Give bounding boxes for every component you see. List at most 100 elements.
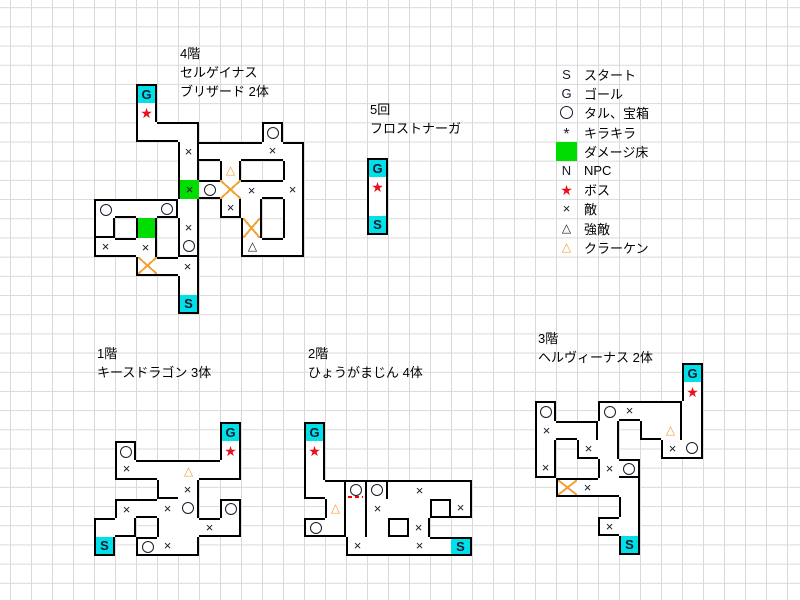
map-title-line: ブリザード 2体 [180, 84, 269, 100]
map-cell: △ [325, 498, 346, 518]
map-cell: × [199, 518, 220, 538]
map-cell [346, 479, 367, 499]
map-cell [94, 199, 115, 219]
map-cell [682, 401, 703, 421]
enemy-x-icon: × [122, 501, 131, 517]
enemy-x-icon: × [101, 238, 110, 254]
start-cell: S [178, 295, 199, 315]
map-cell [325, 479, 346, 499]
damage-floor-swatch [556, 141, 577, 161]
treasure-circle-icon [181, 502, 194, 515]
legend-label: キラキラ [584, 125, 637, 141]
legend-row: *キラキラ [556, 123, 637, 143]
enemy-x-icon: × [584, 440, 593, 456]
enemy-x-icon: × [542, 422, 551, 438]
map-cell [199, 460, 220, 480]
enemy-x-icon: × [205, 520, 214, 536]
map-cell [157, 122, 178, 142]
map-cell: × [241, 180, 262, 200]
map-title-floor5: 5回フロストナーガ [370, 100, 461, 138]
enemy-x-icon: × [605, 461, 614, 477]
map-cell [598, 401, 619, 421]
map-cell: ★ [220, 441, 241, 461]
map-cell [283, 237, 304, 257]
treasure-circle-icon [556, 103, 577, 122]
map-cell [157, 479, 178, 499]
map-cell [94, 218, 115, 238]
strong-enemy-triangle-icon: △ [561, 221, 572, 236]
legend-letter: G [561, 86, 572, 102]
map-cell [178, 122, 199, 142]
boss-star-icon: ★ [224, 442, 237, 459]
goal-letter: G [372, 161, 383, 177]
map-cell [220, 141, 241, 161]
treasure-circle-icon [309, 521, 322, 534]
map-cell: × [157, 537, 178, 557]
boss-star-icon: ★ [556, 180, 577, 199]
map-cell [283, 160, 304, 180]
treasure-circle-icon [622, 462, 635, 475]
map-cell [682, 439, 703, 459]
legend-label: スタート [584, 68, 637, 84]
goal-letter: G [309, 425, 320, 441]
map-cell [115, 441, 136, 461]
map-cell [178, 518, 199, 538]
map-title-line: ヘルヴィーナス 2体 [538, 350, 653, 366]
map-cell [661, 401, 682, 421]
map-cell [283, 199, 304, 219]
map-cell [157, 518, 178, 538]
treasure-circle-icon [370, 484, 383, 497]
enemy-x-icon: × [163, 500, 172, 516]
map-cell [367, 196, 388, 216]
map-cell [178, 160, 199, 180]
kraken-x-icon [220, 180, 241, 200]
map-cell: × [136, 237, 157, 257]
start-cell: S [619, 535, 640, 555]
red-dash-passage [348, 495, 363, 498]
enemy-x-icon: × [625, 403, 634, 419]
enemy-x-icon: × [226, 200, 235, 216]
map-cell: × [220, 199, 241, 219]
legend-label: クラーケン [584, 240, 649, 256]
map-cell [262, 122, 283, 142]
map-cell [178, 199, 199, 219]
map-cell [262, 237, 283, 257]
map-cell [388, 498, 409, 518]
damage-floor-cell: × [178, 180, 199, 200]
map-cell [136, 460, 157, 480]
map-cell: × [535, 459, 556, 479]
legend-label: 敵 [584, 202, 598, 218]
map-cell [304, 479, 325, 499]
legend-row: ★ボス [556, 180, 610, 199]
map-cell: × [346, 537, 367, 557]
map-cell [346, 518, 367, 538]
map-cell: × [661, 439, 682, 459]
map-cell [220, 460, 241, 480]
map-cell [430, 537, 451, 557]
legend-letter: N [561, 163, 572, 179]
treasure-circle-icon [685, 442, 698, 455]
enemy-x-icon: × [185, 182, 194, 198]
start-letter: S [100, 538, 109, 554]
map-cell [136, 199, 157, 219]
map-cell [367, 537, 388, 557]
start-letter: S [625, 536, 634, 552]
map-cell: × [94, 237, 115, 257]
map-title-line: セルゲイナス [180, 65, 258, 81]
enemy-x-icon: × [562, 201, 571, 217]
legend-row: △クラーケン [556, 238, 649, 257]
map-cell [178, 498, 199, 518]
map-cell [283, 218, 304, 238]
map-cell [283, 141, 304, 161]
legend-row: △強敵 [556, 219, 610, 238]
enemy-x-icon: × [583, 480, 592, 496]
boss-star-icon: ★ [560, 181, 573, 198]
enemy-x-icon: × [247, 183, 256, 199]
goal-cell: G [304, 422, 325, 442]
map-cell [136, 537, 157, 557]
treasure-circle-icon [224, 503, 237, 516]
map-cell: × [178, 218, 199, 238]
